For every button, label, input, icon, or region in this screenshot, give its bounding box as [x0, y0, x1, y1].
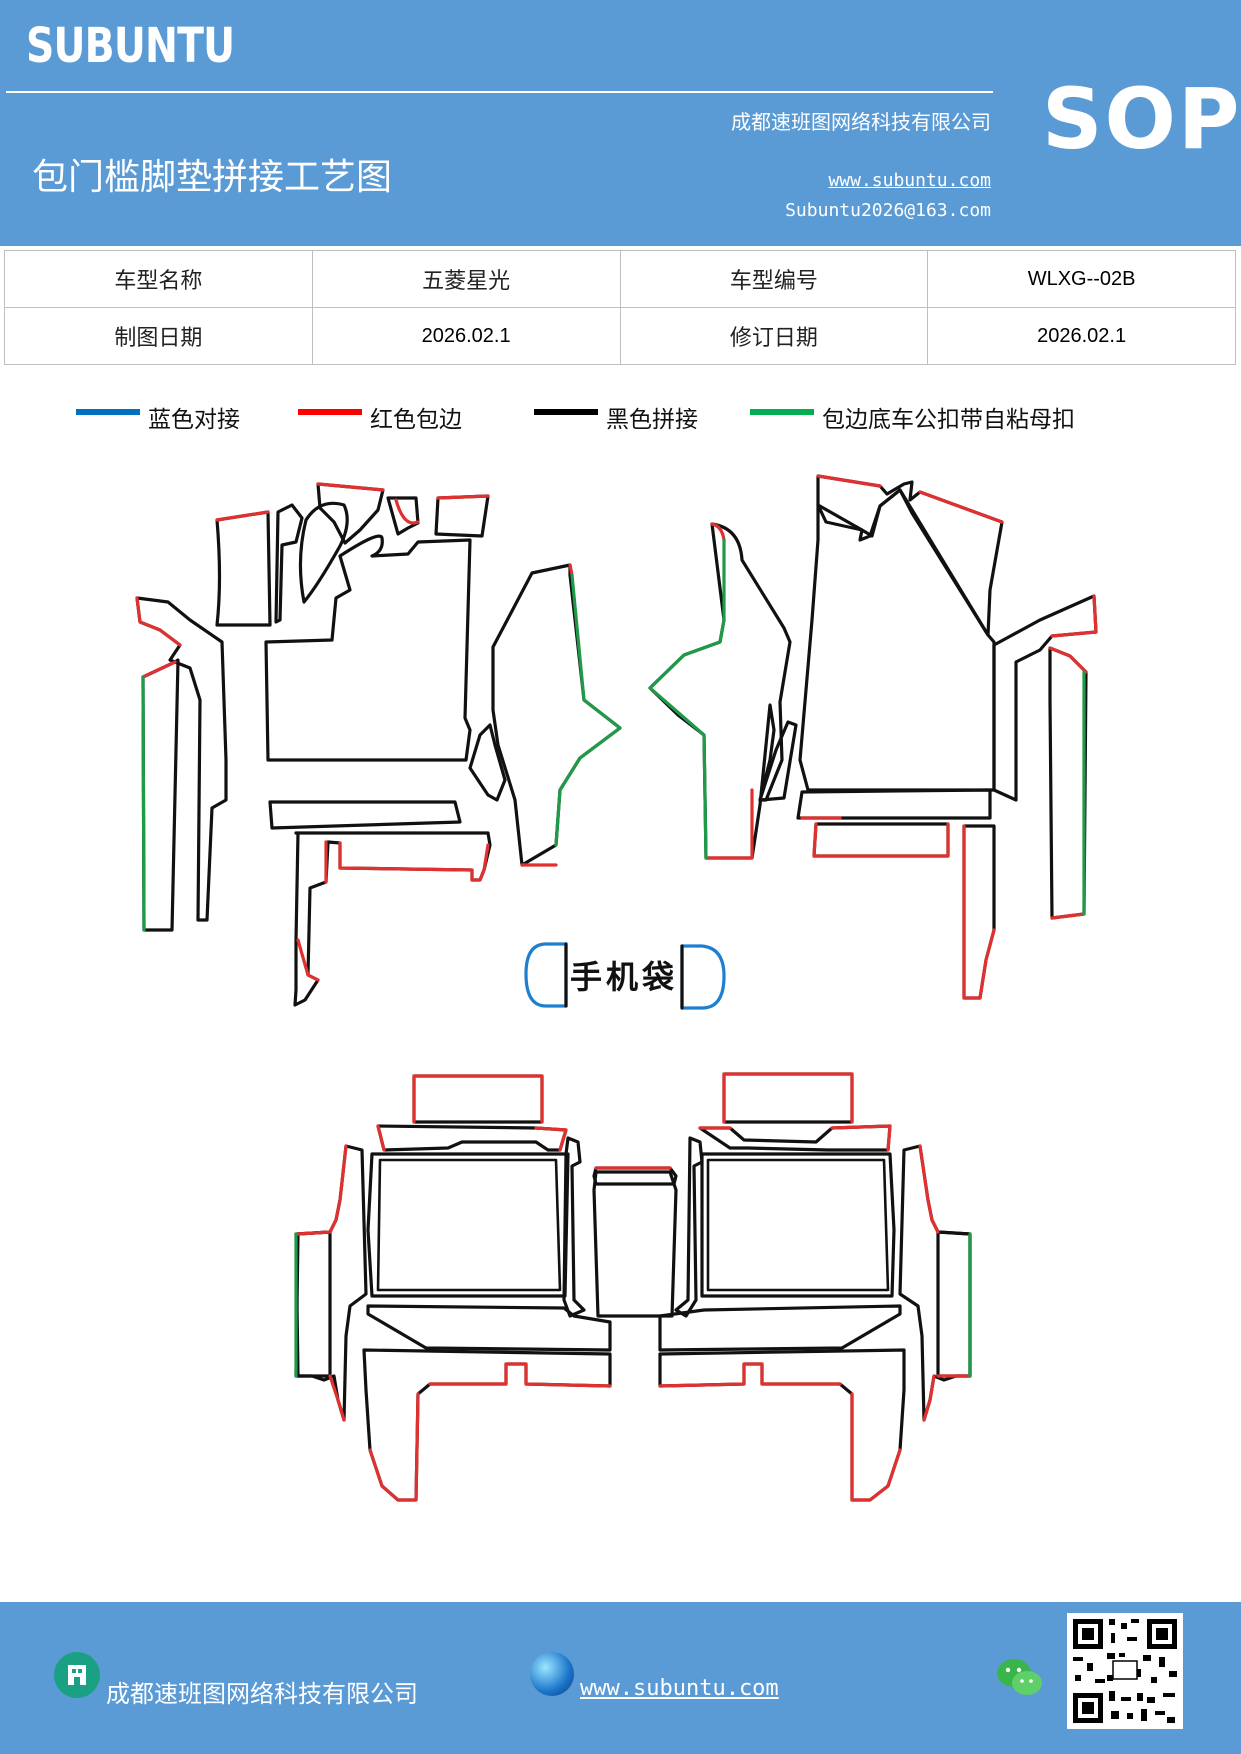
header-banner: SUBUNTU SOP 成都速班图网络科技有限公司 包门槛脚垫拼接工艺图 www… — [0, 0, 1241, 246]
legend-swatch — [750, 409, 814, 415]
revise-date-label: 修订日期 — [619, 307, 929, 365]
model-code-value: WLXG--02B — [927, 250, 1236, 308]
building-icon — [54, 1652, 100, 1698]
rear-right-red-edges — [658, 1072, 972, 1502]
phone-bag-label: 手机袋 — [570, 958, 678, 996]
footer-company: 成都速班图网络科技有限公司 — [106, 1680, 418, 1708]
model-code-label: 车型编号 — [619, 250, 929, 308]
wechat-glyph — [997, 1659, 1042, 1695]
front-left-green-edges — [141, 573, 622, 932]
globe-icon — [530, 1652, 574, 1696]
info-table: 车型名称 五菱星光 车型编号 WLXG--02B 制图日期 2026.02.1 … — [4, 250, 1236, 365]
building-glyph — [68, 1665, 86, 1685]
rear-left-red-edges — [296, 1074, 612, 1502]
color-legend: 蓝色对接 红色包边 黑色拼接 包边底车公扣带自粘母扣 — [0, 400, 1241, 440]
front-left-pieces — [135, 482, 622, 1007]
phone-bag: 手机袋 — [524, 942, 726, 1010]
legend-label: 蓝色对接 — [148, 407, 240, 433]
qr-code-pattern — [1073, 1619, 1177, 1723]
table-row: 制图日期 2026.02.1 修订日期 2026.02.1 — [4, 307, 1236, 365]
rear-right-pieces — [658, 1072, 972, 1502]
revise-date-value: 2026.02.1 — [927, 307, 1236, 365]
front-left-red-edges — [135, 482, 574, 982]
rear-center-pieces — [592, 1166, 678, 1318]
legend-item-green: 包边底车公扣带自粘母扣 — [750, 400, 1075, 434]
legend-swatch — [298, 409, 362, 415]
floor-mat-diagram: 手机袋 — [135, 474, 1098, 1502]
footer-banner: 成都速班图网络科技有限公司 www.subuntu.com — [0, 1602, 1241, 1754]
legend-label: 红色包边 — [370, 407, 462, 433]
header-company: 成都速班图网络科技有限公司 — [731, 110, 991, 134]
table-row: 车型名称 五菱星光 车型编号 WLXG--02B — [4, 250, 1236, 308]
header-divider — [6, 91, 993, 93]
legend-label: 黑色拼接 — [606, 407, 698, 433]
qr-code — [1067, 1613, 1183, 1729]
front-right-green-edges — [648, 538, 1086, 916]
legend-swatch — [76, 409, 140, 415]
model-name-value: 五菱星光 — [311, 250, 621, 308]
sop-badge: SOP — [1042, 70, 1241, 168]
legend-item-black: 黑色拼接 — [534, 400, 698, 434]
legend-label: 包边底车公扣带自粘母扣 — [822, 407, 1075, 433]
header-email: Subuntu2026@163.com — [785, 200, 991, 221]
legend-item-blue: 蓝色对接 — [76, 400, 240, 434]
front-right-pieces — [648, 474, 1098, 1000]
wechat-icon[interactable] — [996, 1656, 1044, 1704]
footer-url-link[interactable]: www.subuntu.com — [580, 1676, 779, 1701]
page-title: 包门槛脚垫拼接工艺图 — [32, 157, 393, 198]
brand-logo: SUBUNTU — [26, 18, 235, 74]
draw-date-label: 制图日期 — [4, 307, 313, 365]
header-url-link[interactable]: www.subuntu.com — [828, 170, 991, 191]
legend-swatch — [534, 409, 598, 415]
legend-item-red: 红色包边 — [298, 400, 462, 434]
model-name-label: 车型名称 — [4, 250, 313, 308]
draw-date-value: 2026.02.1 — [311, 307, 621, 365]
front-right-red-edges — [704, 474, 1098, 1000]
